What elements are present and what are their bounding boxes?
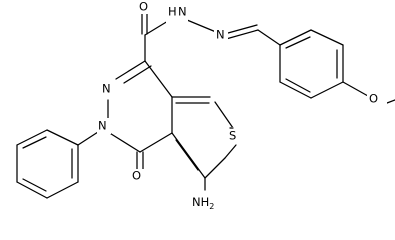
nh-hydrogen-label: H [168, 5, 177, 19]
carbonyl-oxygen-label: O [139, 0, 148, 14]
amino-nh-text: NH [192, 195, 209, 209]
hydrazone-nitrogen-label: N [216, 28, 225, 42]
ring-nitrogen-top-label: N [102, 82, 111, 96]
atom-labels: O H N N O N N O S NH2 [97, 0, 387, 211]
ring-carbonyl-oxygen-label: O [132, 169, 141, 183]
sulfur-bonds [224, 127, 237, 159]
amino-subscript-2: 2 [209, 202, 214, 211]
amino-nh2-label: NH2 [192, 195, 214, 211]
chemical-structure-diagram: O H N N O N N O S NH2 [16, 0, 395, 211]
thiophene-sulfur-label: S [229, 129, 236, 143]
bond-lines [16, 12, 395, 199]
methoxy-oxygen-label: O [369, 92, 378, 106]
ring-nitrogen-phenyl-label: N [98, 119, 107, 133]
nh-nitrogen-label: N [178, 5, 187, 19]
